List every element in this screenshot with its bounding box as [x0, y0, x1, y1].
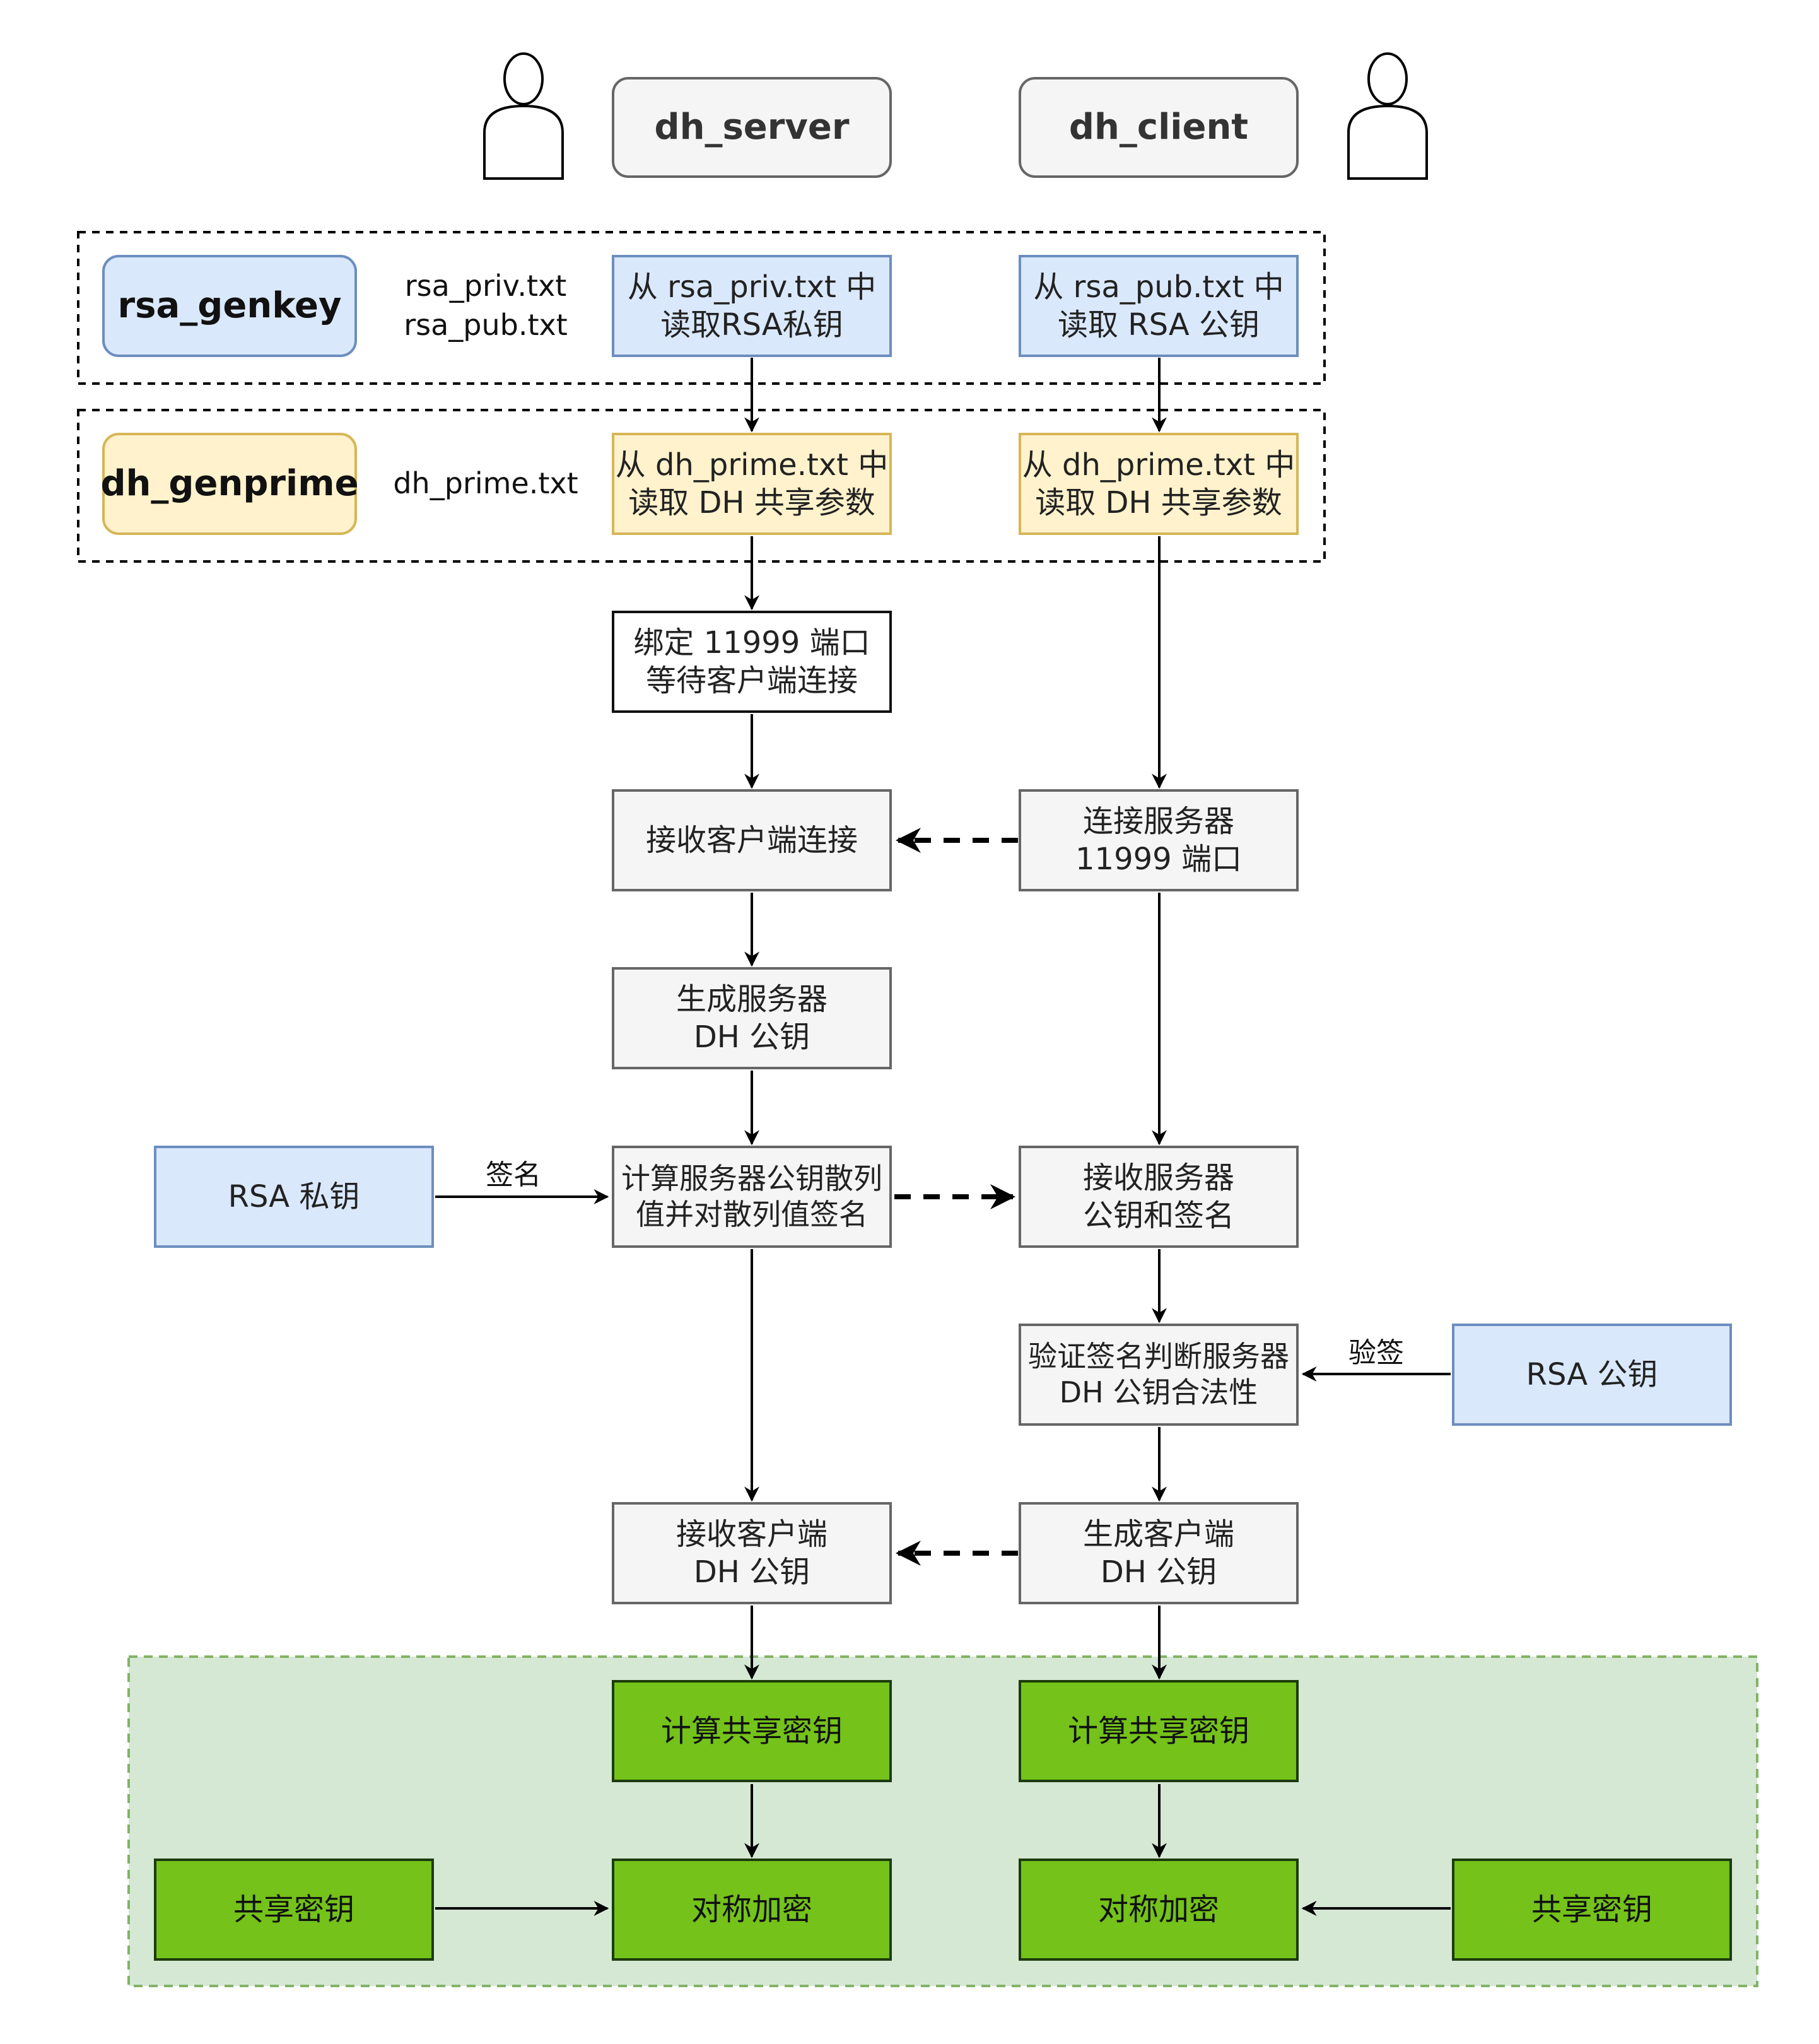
- server-read-rsa-private: 从 rsa_priv.txt 中 读取RSA私钥: [612, 255, 892, 357]
- client-read-dh-params: 从 dh_prime.txt 中 读取 DH 共享参数: [1019, 433, 1299, 535]
- server-read-dh-params: 从 dh_prime.txt 中 读取 DH 共享参数: [612, 433, 892, 535]
- client-person-icon: [1347, 52, 1428, 180]
- server-accept-connection: 接收客户端连接: [612, 789, 892, 891]
- client-read-rsa-public: 从 rsa_pub.txt 中 读取 RSA 公钥: [1019, 255, 1299, 357]
- tool-dh-genprime: dh_genprime: [100, 433, 359, 535]
- actor-dh-client: dh_client: [1019, 77, 1299, 178]
- shared-key-left-node: 共享密钥: [154, 1859, 434, 1961]
- client-generate-dh-public: 生成客户端 DH 公钥: [1019, 1502, 1299, 1604]
- server-compute-shared-key: 计算共享密钥: [612, 1680, 892, 1782]
- rsa-public-key-node: RSA 公钥: [1452, 1324, 1732, 1426]
- client-connect-server: 连接服务器 11999 端口: [1019, 789, 1299, 891]
- shared-key-right-node: 共享密钥: [1452, 1859, 1732, 1961]
- rsa-private-key-node: RSA 私钥: [154, 1146, 434, 1248]
- server-symmetric-encrypt: 对称加密: [612, 1859, 892, 1961]
- server-receive-client-public: 接收客户端 DH 公钥: [612, 1502, 892, 1604]
- server-generate-dh-public: 生成服务器 DH 公钥: [612, 967, 892, 1069]
- client-receive-pub-and-sig: 接收服务器 公钥和签名: [1019, 1146, 1299, 1248]
- dh-prime-file: dh_prime.txt: [393, 466, 578, 500]
- rsa-group-box: [77, 231, 1326, 385]
- tool-rsa-genkey: rsa_genkey: [102, 255, 357, 357]
- client-symmetric-encrypt: 对称加密: [1019, 1859, 1299, 1961]
- server-person-icon: [483, 52, 564, 180]
- dh-group-box: [77, 409, 1326, 563]
- rsa-key-files: rsa_priv.txt rsa_pub.txt: [404, 269, 568, 343]
- edge-label-verify: 验签: [1348, 1337, 1404, 1369]
- actor-dh-server: dh_server: [612, 77, 892, 178]
- client-verify-signature: 验证签名判断服务器 DH 公钥合法性: [1019, 1324, 1299, 1426]
- server-hash-and-sign: 计算服务器公钥散列 值并对散列值签名: [612, 1146, 892, 1248]
- client-compute-shared-key: 计算共享密钥: [1019, 1680, 1299, 1782]
- edge-label-sign: 签名: [486, 1159, 541, 1191]
- server-bind-port: 绑定 11999 端口 等待客户端连接: [612, 611, 892, 713]
